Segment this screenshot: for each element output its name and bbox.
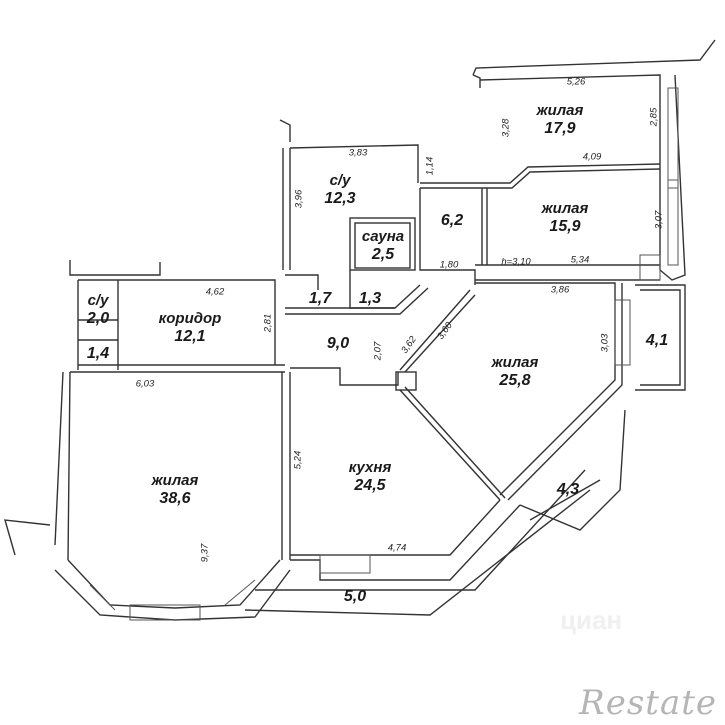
room-closet-1-4: 1,4 (87, 345, 109, 363)
restate-logo: Restate (579, 683, 717, 723)
room-living-15-9: жилая 15,9 (541, 199, 589, 235)
room-area: 1,7 (308, 290, 332, 308)
room-area: 25,8 (499, 371, 531, 389)
room-name: с/у (329, 171, 351, 189)
dimension-label: 3,28 (500, 118, 512, 138)
room-area: 15,9 (549, 217, 581, 235)
room-closet-1-7: 1,7 (309, 290, 331, 308)
dimension-label: 3,03 (599, 333, 611, 353)
room-area: 12,3 (324, 189, 356, 207)
room-name: с/у (87, 291, 109, 309)
dimension-label: h=3,10 (501, 256, 531, 268)
room-area: 12,1 (174, 327, 206, 345)
room-name: жилая (491, 353, 539, 371)
room-area: 4,3 (556, 481, 580, 499)
room-living-38-6: жилая 38,6 (151, 471, 199, 507)
room-hall-6-2: 6,2 (441, 212, 463, 230)
room-area: 2,5 (371, 245, 395, 263)
room-area: 17,9 (544, 119, 576, 137)
dimension-label: 5,34 (570, 254, 590, 266)
room-name: жилая (541, 199, 589, 217)
cian-watermark: циан (560, 605, 623, 635)
room-area: 4,1 (645, 332, 669, 350)
dimension-label: 1,80 (439, 259, 459, 271)
room-kitchen: кухня 24,5 (348, 458, 392, 494)
room-balcony-4-1: 4,1 (646, 332, 668, 350)
room-living-25-8: жилая 25,8 (491, 353, 539, 389)
room-balcony-5-0: 5,0 (344, 588, 366, 606)
room-name: жилая (151, 471, 199, 489)
room-bathroom-12-3: с/у 12,3 (324, 171, 356, 207)
room-area: 2,0 (86, 309, 110, 327)
room-balcony-4-3: 4,3 (557, 481, 579, 499)
dimension-label: 5,26 (566, 76, 586, 88)
room-area: 24,5 (354, 476, 386, 494)
room-name: сауна (361, 227, 405, 245)
room-hall-9-0: 9,0 (327, 335, 349, 353)
dimension-label: 6,03 (135, 378, 155, 390)
dimension-label: 1,14 (424, 156, 436, 176)
room-area: 1,3 (358, 290, 382, 308)
room-area: 9,0 (326, 335, 350, 353)
room-area: 1,4 (86, 345, 110, 363)
dimension-label: 2,85 (648, 107, 660, 127)
room-name: жилая (536, 101, 584, 119)
dimension-label: 3,07 (653, 210, 665, 230)
dimension-label: 3,86 (550, 284, 570, 296)
dimension-label: 2,07 (372, 341, 384, 361)
room-corridor: коридор 12,1 (158, 309, 222, 345)
dimension-label: 5,24 (292, 450, 304, 470)
room-name: коридор (158, 309, 222, 327)
room-living-17-9: жилая 17,9 (536, 101, 584, 137)
dimension-label: 2,81 (262, 313, 274, 333)
room-bathroom-2-0: с/у 2,0 (86, 291, 110, 327)
dimension-label: 4,74 (387, 542, 407, 554)
dimension-label: 4,09 (582, 151, 602, 163)
dimension-label: 4,62 (205, 286, 225, 298)
dimension-label: 3,96 (293, 189, 305, 209)
room-name: кухня (348, 458, 392, 476)
dimension-label: 3,83 (348, 147, 368, 159)
dimension-label: 9,37 (199, 543, 211, 563)
room-area: 38,6 (159, 489, 191, 507)
room-area: 5,0 (343, 588, 367, 606)
room-sauna: сауна 2,5 (361, 227, 405, 263)
room-area: 6,2 (440, 212, 464, 230)
room-closet-1-3: 1,3 (359, 290, 381, 308)
